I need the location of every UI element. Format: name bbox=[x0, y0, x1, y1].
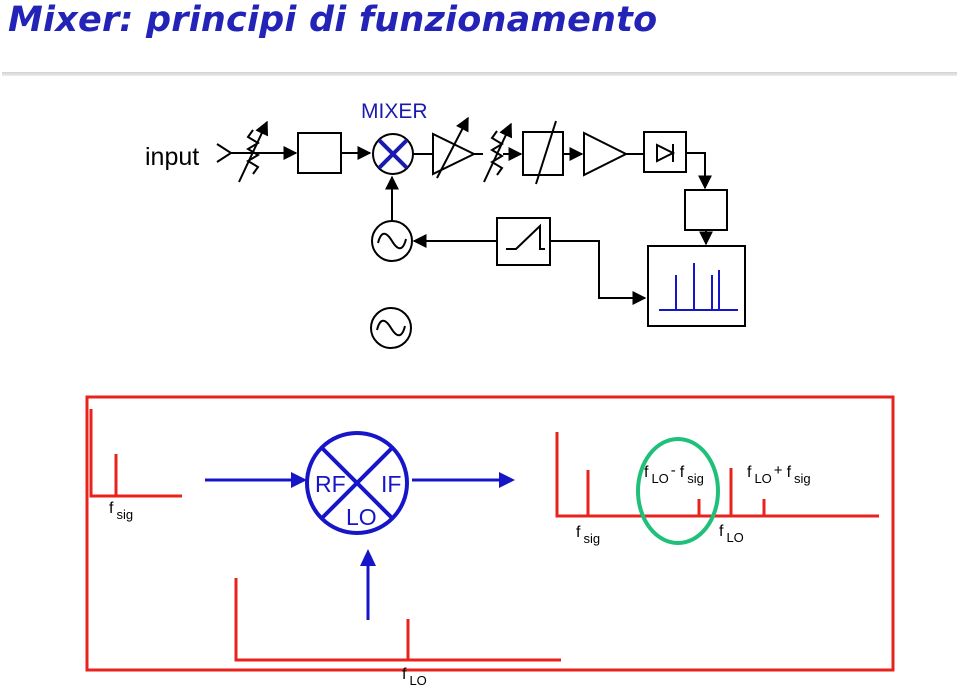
local-oscillator-icon bbox=[371, 220, 413, 262]
variable-attenuator-icon bbox=[483, 122, 513, 183]
title-divider bbox=[2, 72, 957, 76]
detector-diode-icon bbox=[643, 131, 687, 173]
variable-attenuator-icon bbox=[238, 120, 269, 183]
if-highlight-ellipse bbox=[636, 437, 720, 545]
sweep-generator-block bbox=[496, 217, 551, 266]
input-label: input bbox=[145, 143, 199, 171]
lo-port-label: LO bbox=[346, 504, 377, 530]
reference-oscillator-icon bbox=[370, 307, 412, 349]
if-port-label: IF bbox=[381, 471, 401, 497]
display-spectrum-lines bbox=[659, 263, 738, 311]
variable-gain-amplifier-icon bbox=[432, 116, 477, 179]
rf-port-label: RF bbox=[315, 471, 346, 497]
slide-title: Mixer: principi di funzionamento bbox=[8, 0, 658, 40]
input-connector-icon bbox=[216, 143, 298, 163]
mixer-label: MIXER bbox=[361, 100, 428, 123]
filter-block bbox=[297, 132, 342, 174]
tunable-filter-block bbox=[522, 131, 564, 176]
mixer-symbol: RF IF LO bbox=[305, 431, 409, 535]
mixer-icon bbox=[372, 133, 414, 175]
video-filter-block bbox=[684, 189, 728, 231]
red-frame bbox=[85, 395, 895, 672]
amplifier-icon bbox=[583, 131, 629, 177]
receiver-block-diagram: input MIXER bbox=[145, 100, 746, 349]
display-screen bbox=[647, 245, 746, 327]
